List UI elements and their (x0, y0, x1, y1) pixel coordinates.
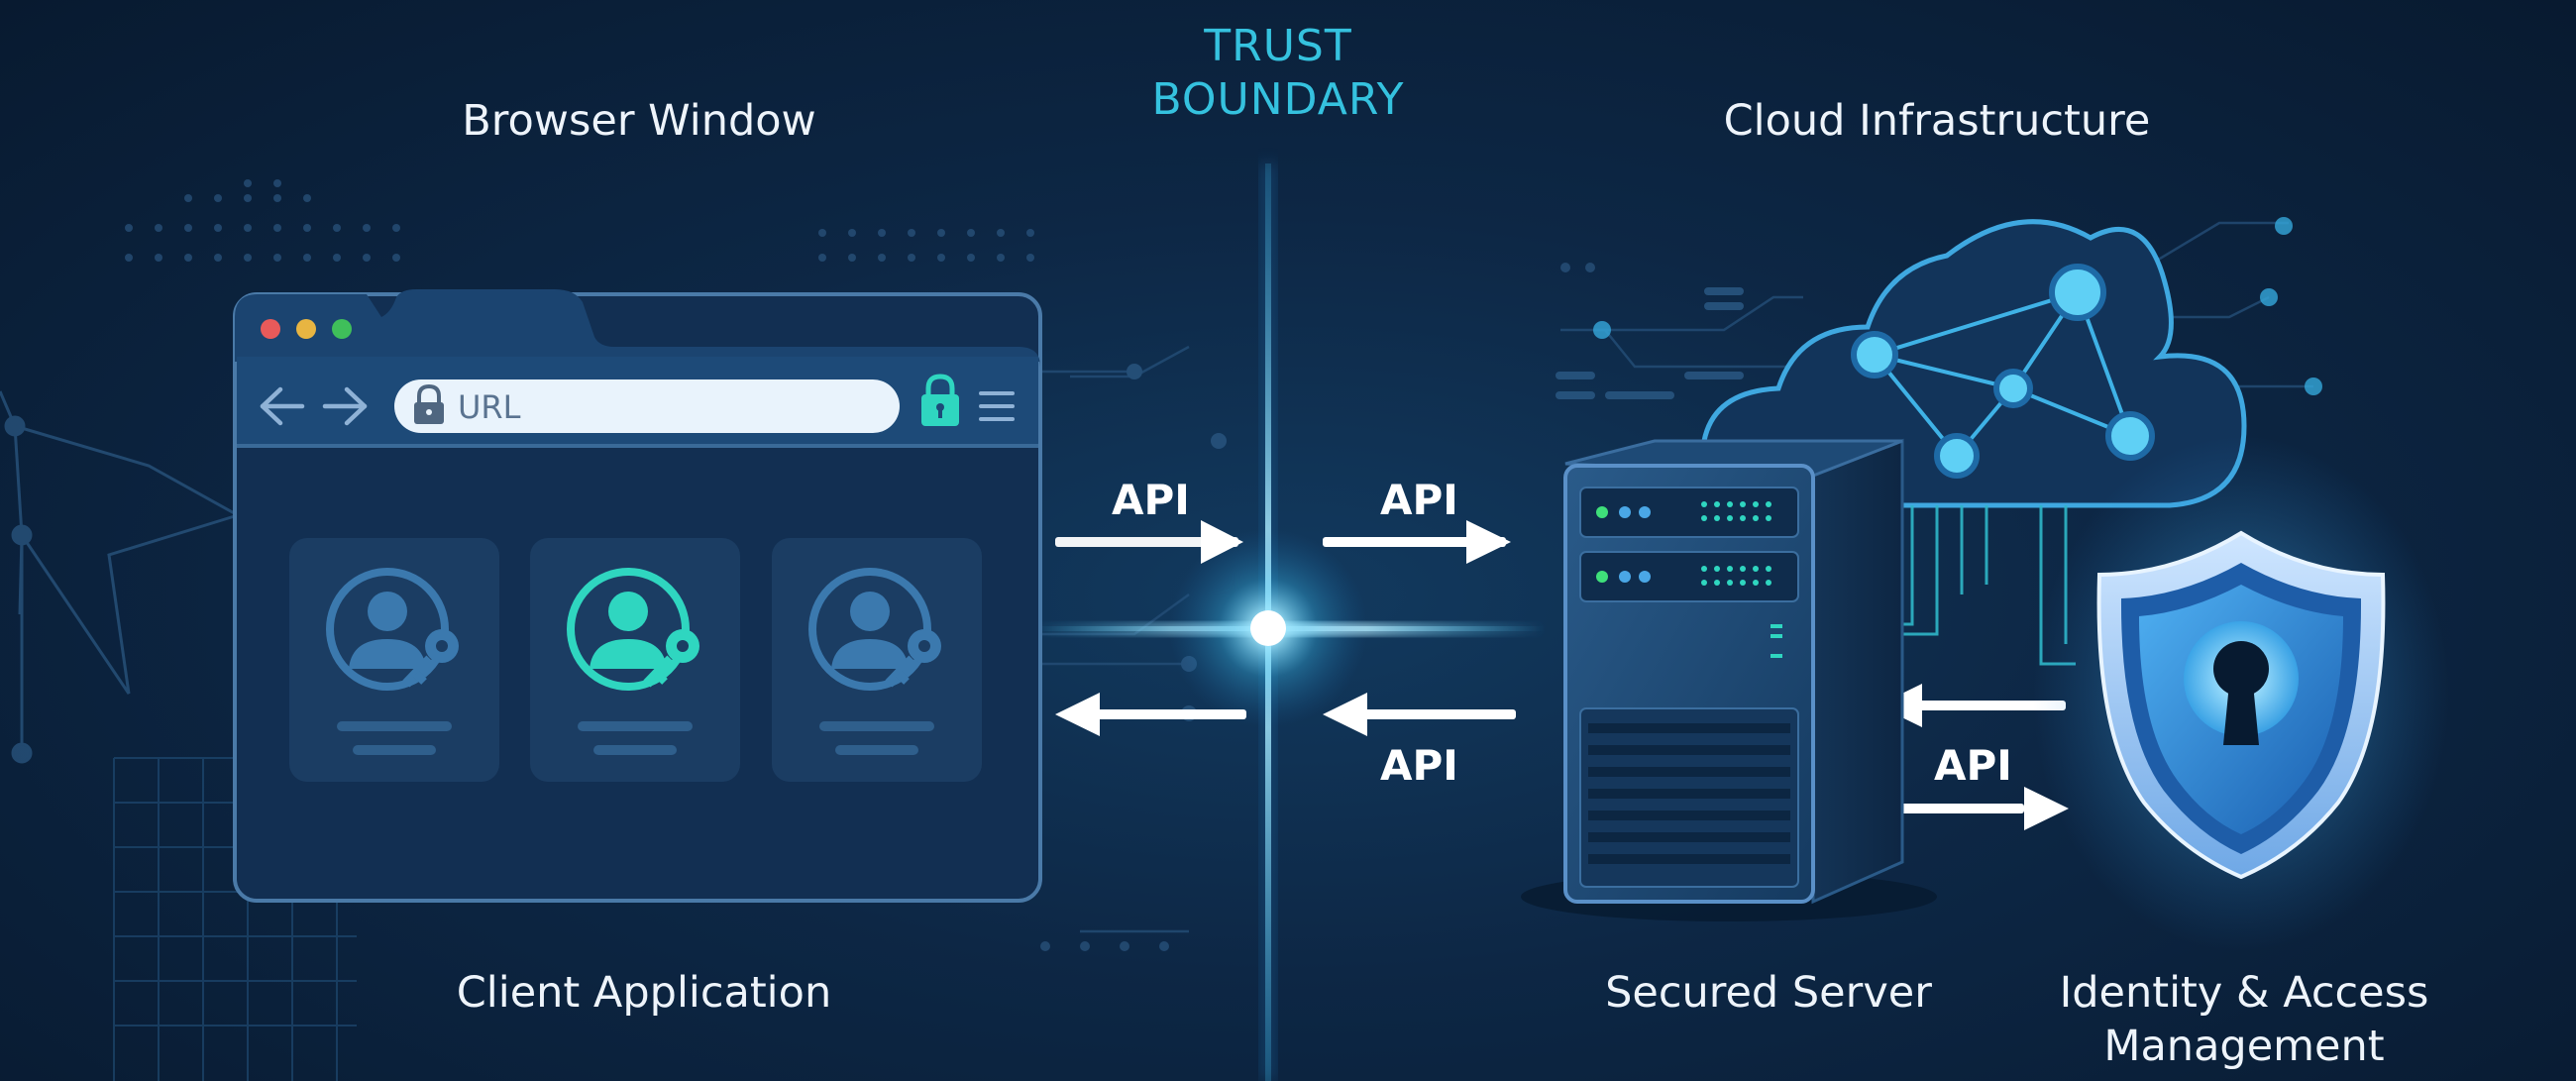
arrow-right-server-to-iam (1876, 787, 2069, 830)
arrow-right-boundary-to-server (1323, 520, 1511, 564)
server-icon (1521, 438, 1937, 921)
api-label-server-to-boundary: API (1380, 741, 1458, 790)
identity-access-label: Identity & Access Management (2021, 967, 2467, 1074)
user-key-icon (567, 568, 699, 691)
shield-keyhole-icon (2033, 436, 2449, 951)
secure-lock-icon (921, 374, 959, 426)
user-card-2[interactable] (530, 538, 740, 782)
arrow-left-boundary-to-client (1055, 693, 1246, 736)
cloud-infrastructure-label: Cloud Infrastructure (1723, 96, 2151, 146)
window-minimize-dot[interactable] (296, 319, 316, 339)
user-key-icon (326, 568, 459, 691)
menu-icon[interactable] (979, 391, 1015, 421)
arrow-left-icon[interactable] (260, 386, 305, 426)
trust-boundary-line (1030, 163, 1546, 1081)
arrow-right-client-to-boundary (1055, 520, 1243, 564)
arrow-right-icon[interactable] (322, 386, 368, 426)
url-bar[interactable] (394, 379, 900, 433)
user-key-icon (808, 568, 941, 691)
trust-boundary-title: TRUST BOUNDARY (1129, 20, 1427, 126)
user-card-1[interactable] (289, 538, 499, 782)
background-dashes (1556, 217, 2322, 399)
secured-server-label: Secured Server (1605, 968, 1932, 1018)
lock-icon (414, 383, 444, 424)
browser-window-label: Browser Window (462, 96, 816, 146)
api-label-client-to-boundary: API (1112, 476, 1190, 524)
client-application-label: Client Application (456, 968, 832, 1018)
api-label-server-to-iam: API (1934, 741, 2012, 790)
arrow-left-server-to-boundary (1323, 693, 1516, 736)
background-network (0, 390, 239, 764)
trust-boundary-line1: TRUST (1204, 21, 1352, 71)
trust-boundary-line2: BOUNDARY (1151, 73, 1405, 125)
url-text: URL (458, 388, 521, 426)
identity-access-line2: Management (2103, 1021, 2385, 1071)
window-maximize-dot[interactable] (332, 319, 352, 339)
window-close-dot[interactable] (261, 319, 280, 339)
identity-access-line1: Identity & Access (2059, 968, 2429, 1018)
api-label-boundary-to-server: API (1380, 476, 1458, 524)
user-card-3[interactable] (772, 538, 982, 782)
background-dots (125, 179, 1595, 951)
cloud-icon (1701, 219, 2247, 666)
